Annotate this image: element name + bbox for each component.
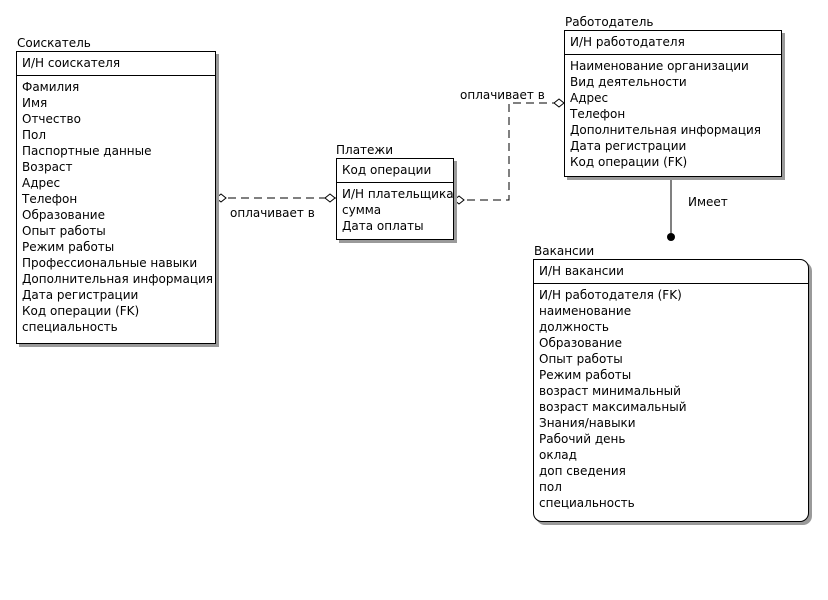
payments-title: Платежи [336, 143, 394, 157]
vacancies-key: И/Н вакансии [539, 264, 624, 278]
applicant-attribute: специальность [22, 320, 118, 334]
vacancies-end-dot [667, 233, 675, 241]
payments-right-diamond [453, 195, 465, 205]
employer-entity[interactable]: И/Н работодателя Наименование организаци… [564, 30, 782, 177]
employer-key: И/Н работодателя [570, 35, 685, 49]
applicant-attribute: Адрес [22, 176, 61, 190]
vacancies-attribute: Опыт работы [539, 352, 623, 366]
applicant-attribute: Паспортные данные [22, 144, 152, 158]
applicant-key-area: И/Н соискателя [17, 52, 215, 76]
employer-end-diamond [553, 98, 565, 108]
payments-key-area: Код операции [337, 159, 453, 183]
applicant-attribute: Имя [22, 96, 48, 110]
vacancies-title: Вакансии [534, 244, 595, 258]
vacancies-key-area: И/Н вакансии [534, 260, 808, 284]
employer-vacancies-label: Имеет [688, 195, 728, 209]
payments-attribute: сумма [342, 203, 382, 217]
employer-payments-line [454, 102, 565, 201]
vacancies-attribute: возраст минимальный [539, 384, 681, 398]
vacancies-attribute: Рабочий день [539, 432, 626, 446]
vacancies-attributes: И/Н работодателя (FK) наименование должн… [534, 284, 808, 511]
applicant-attribute: Дополнительная информация [22, 272, 214, 286]
employer-attribute: Вид деятельности [570, 75, 687, 89]
applicant-attribute: Режим работы [22, 240, 115, 254]
employer-attribute: Адрес [570, 91, 609, 105]
applicant-attribute: Профессиональные навыки [22, 256, 198, 270]
applicant-end-diamond [215, 193, 227, 203]
employer-payments-label: оплачивает в [460, 88, 545, 102]
applicant-attribute: Образование [22, 208, 105, 222]
vacancies-entity[interactable]: И/Н вакансии И/Н работодателя (FK) наиме… [533, 259, 809, 522]
applicant-key: И/Н соискателя [22, 56, 121, 70]
applicant-attribute: Телефон [22, 192, 78, 206]
applicant-attribute: Возраст [22, 160, 73, 174]
employer-attribute: Наименование организации [570, 59, 749, 73]
vacancies-attribute: Образование [539, 336, 622, 350]
applicant-entity[interactable]: И/Н соискателя Фамилия Имя Отчество Пол … [16, 51, 216, 344]
vacancies-attribute: должность [539, 320, 609, 334]
vacancies-attribute: наименование [539, 304, 632, 318]
vacancies-attribute: пол [539, 480, 562, 494]
payments-attribute: И/Н плательщика [342, 187, 454, 201]
employer-attributes: Наименование организации Вид деятельност… [565, 55, 781, 170]
employer-title: Работодатель [565, 15, 654, 29]
applicant-attribute: Опыт работы [22, 224, 106, 238]
employer-attribute: Дополнительная информация [570, 123, 762, 137]
vacancies-attribute: оклад [539, 448, 577, 462]
employer-attribute: Дата регистрации [570, 139, 687, 153]
employer-key-area: И/Н работодателя [565, 31, 781, 55]
payments-left-diamond [324, 193, 336, 203]
applicant-attribute: Фамилия [22, 80, 80, 94]
applicant-attributes: Фамилия Имя Отчество Пол Паспортные данн… [17, 76, 215, 335]
payments-key: Код операции [342, 163, 432, 177]
applicant-attribute: Отчество [22, 112, 81, 126]
vacancies-attribute: специальность [539, 496, 635, 510]
applicant-payments-label: оплачивает в [230, 206, 315, 220]
payments-attributes: И/Н плательщика сумма Дата оплаты [337, 183, 454, 234]
applicant-attribute: Код операции (FK) [22, 304, 140, 318]
vacancies-attribute: доп сведения [539, 464, 626, 478]
applicant-attribute: Пол [22, 128, 47, 142]
employer-attribute: Код операции (FK) [570, 155, 688, 169]
vacancies-attribute: Знания/навыки [539, 416, 636, 430]
applicant-title: Соискатель [17, 36, 91, 50]
vacancies-attribute: возраст максимальный [539, 400, 687, 414]
payments-entity[interactable]: Код операции И/Н плательщика сумма Дата … [336, 158, 454, 240]
applicant-attribute: Дата регистрации [22, 288, 139, 302]
payments-attribute: Дата оплаты [342, 219, 424, 233]
vacancies-attribute: Режим работы [539, 368, 632, 382]
employer-attribute: Телефон [570, 107, 626, 121]
vacancies-attribute: И/Н работодателя (FK) [539, 288, 682, 302]
